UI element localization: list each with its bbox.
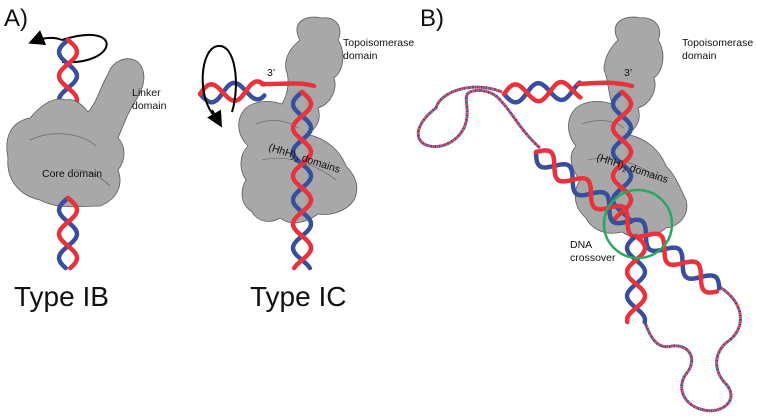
b-topo-label-line2: domain: [682, 50, 717, 62]
rotation-arrow-ic: [201, 44, 237, 119]
crossover-label-line2: crossover: [570, 252, 616, 264]
rotation-arrow-ib-head: [28, 30, 63, 45]
helix-b-lower: [624, 233, 648, 325]
rotation-arrow-ib: [61, 34, 108, 64]
type-ib-title: Type IB: [14, 281, 109, 312]
linker-label-line1: Linker: [132, 87, 161, 99]
core-domain-label: Core domain: [42, 168, 102, 180]
type-ic-title: Type IC: [250, 281, 346, 312]
dna-loop-right: [642, 284, 742, 413]
helix-b-diagonal: [533, 148, 722, 295]
helix-ib-bottom: [56, 195, 80, 271]
ic-topo-label-line1: Topoisomerase: [343, 37, 414, 49]
helix-ic-vertical: [290, 89, 314, 271]
strand-3prime-b: [575, 80, 635, 89]
strand-3prime-ic: [259, 81, 317, 89]
crossover-label-line1: DNA: [570, 239, 592, 251]
ic-three-prime: 3’: [267, 67, 275, 79]
panel-b-protein: [568, 16, 688, 238]
linker-label-line2: domain: [132, 100, 167, 112]
rotation-arrow-ic-head: [207, 109, 222, 128]
b-topo-label-line1: Topoisomerase: [682, 37, 753, 49]
type-ib-protein: [6, 58, 145, 208]
panel-b-letter: B): [420, 5, 444, 32]
dna-loop-left: [416, 85, 542, 150]
b-three-prime: 3’: [624, 67, 632, 79]
ic-topo-label-line2: domain: [343, 50, 378, 62]
helix-ic-horizontal: [197, 79, 267, 105]
panel-a-letter: A): [4, 5, 28, 32]
helix-b-horizontal: [501, 79, 583, 105]
dna-crossover-circle: [602, 188, 674, 260]
